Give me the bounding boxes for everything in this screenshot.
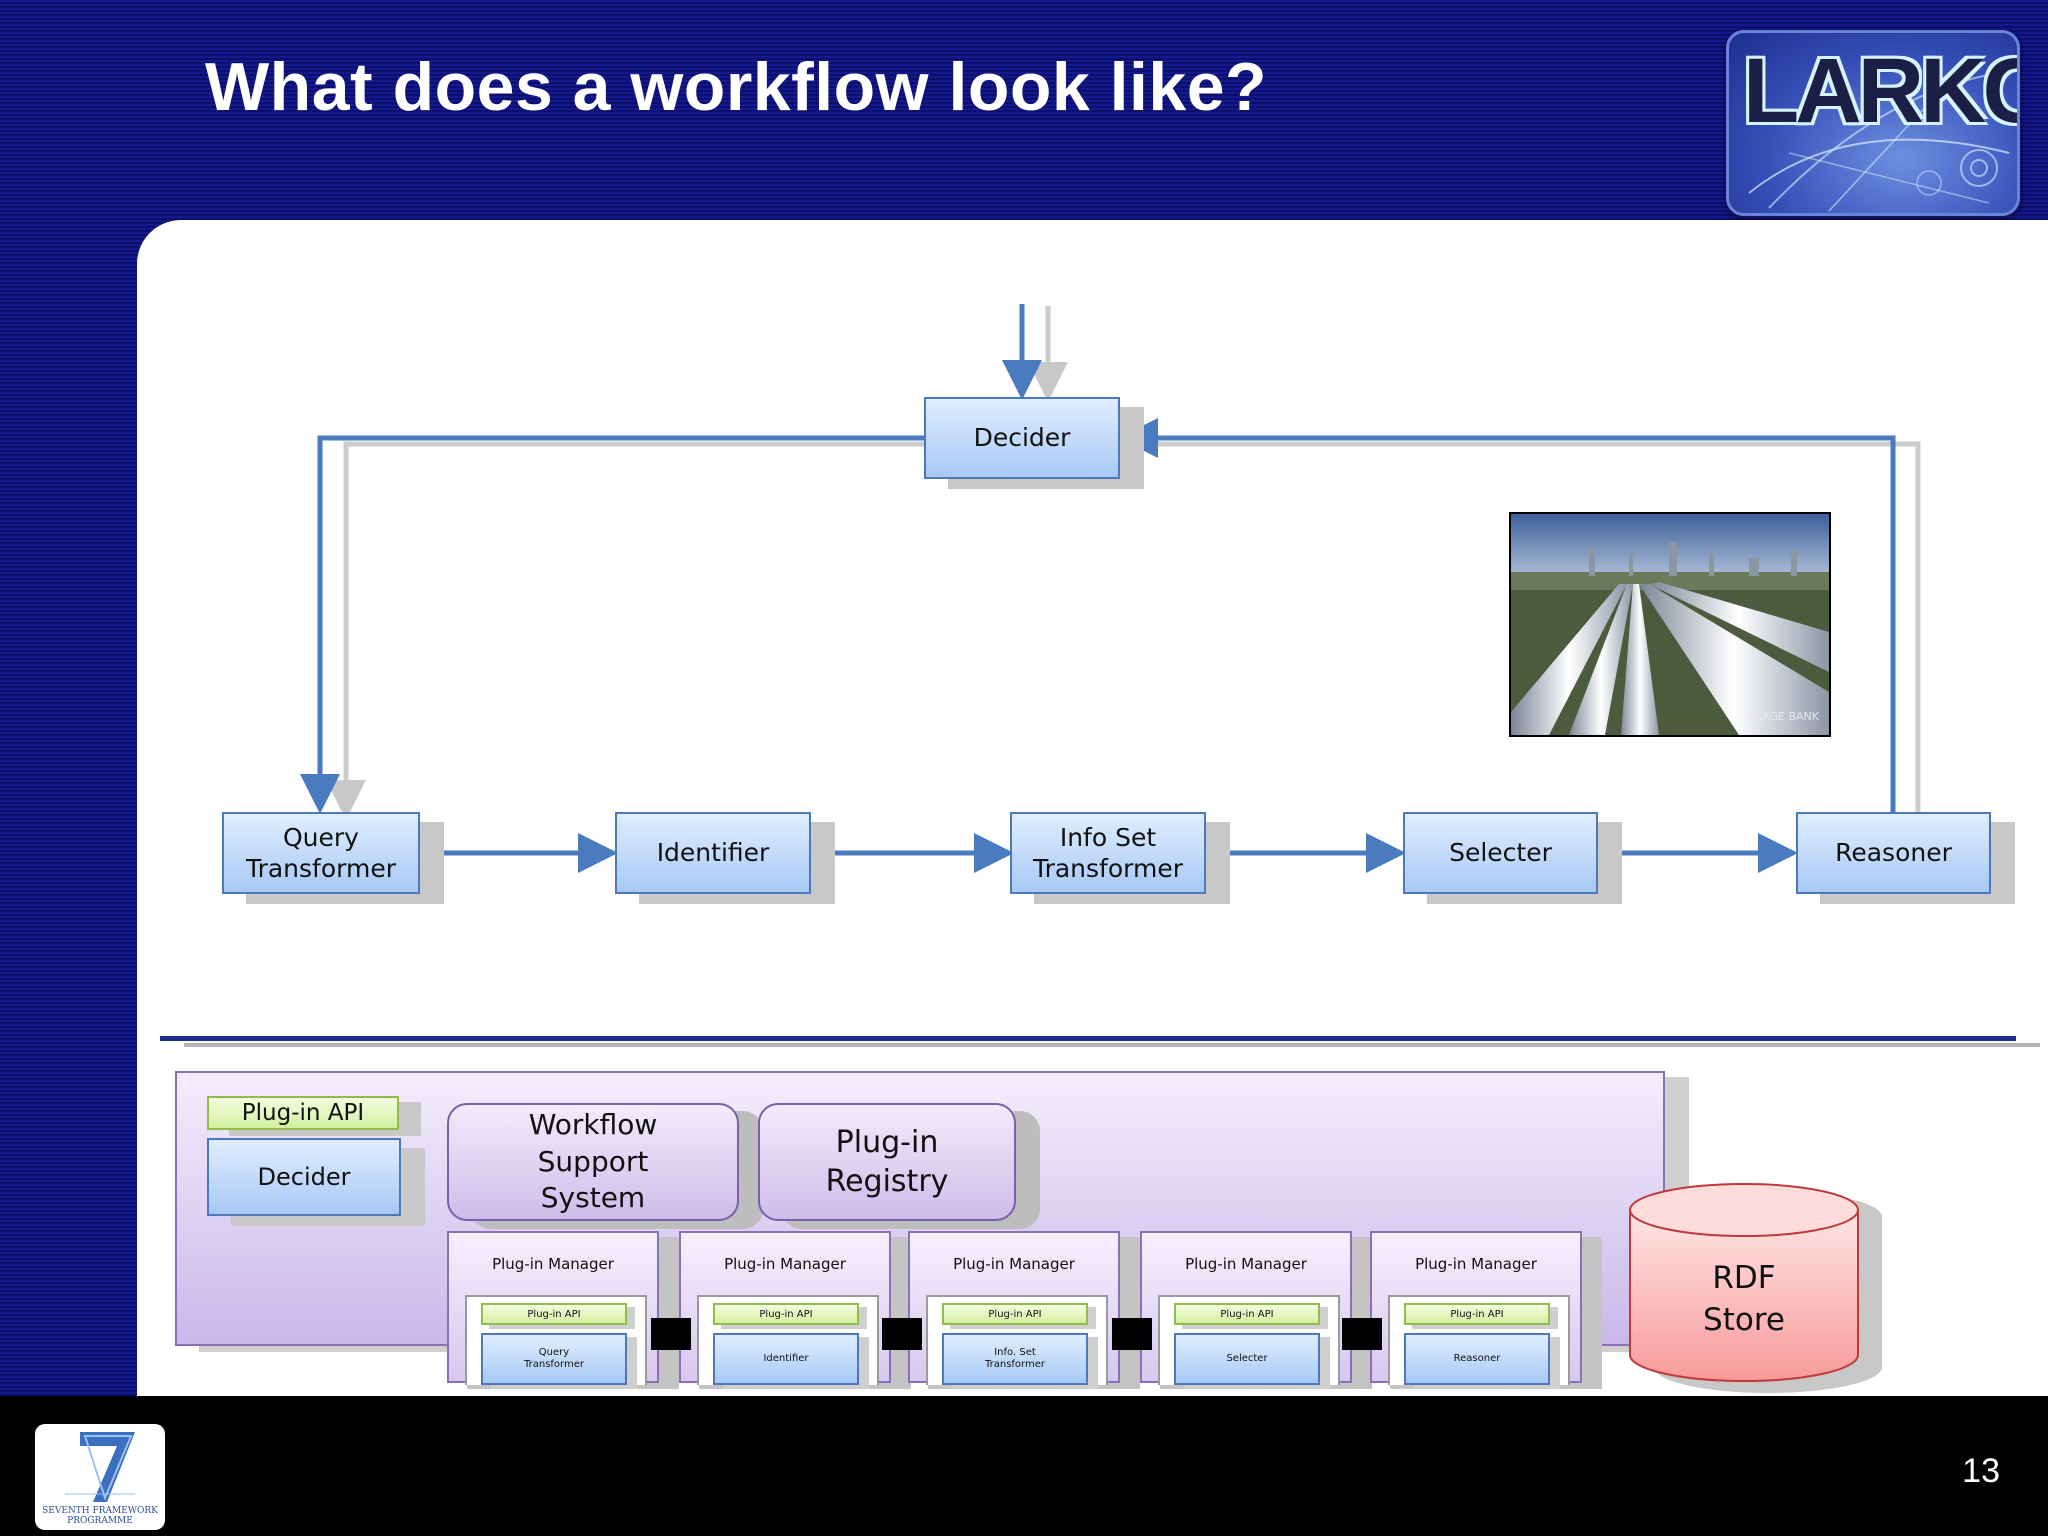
- plugin-manager-reasoner: Plug-in Manager Plug-in API Reasoner: [1370, 1231, 1582, 1385]
- manager-connector: [1342, 1318, 1382, 1350]
- plugin-manager-title: Plug-in Manager: [1185, 1255, 1307, 1273]
- manager-connector: [882, 1318, 922, 1350]
- wss-line-1: Workflow: [528, 1108, 658, 1142]
- workflow-support-system-box: Workflow Support System: [447, 1103, 739, 1221]
- selecter-box: Selecter: [1403, 812, 1598, 894]
- plugin-manager-plugin-box: Selecter: [1174, 1333, 1320, 1385]
- pipeline-photo: IMAGE BANK: [1509, 512, 1831, 737]
- plugin-label-2: Transformer: [523, 1359, 584, 1370]
- larkc-logo: LARKC: [1726, 30, 2020, 216]
- slide-title: What does a workflow look like?: [205, 49, 1268, 125]
- fp7-caption-1: SEVENTH FRAMEWORK: [42, 1506, 158, 1516]
- decider-label: Decider: [973, 423, 1071, 453]
- page-number: 13: [1962, 1452, 2000, 1490]
- query-transformer-box: Query Transformer: [222, 812, 420, 894]
- registry-line-2: Registry: [825, 1164, 949, 1199]
- plugin-manager-inner: Plug-in API Reasoner: [1388, 1295, 1570, 1385]
- selecter-label: Selecter: [1449, 838, 1552, 868]
- plugin-manager-api-chip: Plug-in API: [1174, 1303, 1320, 1325]
- query-transformer-label-1: Query: [283, 822, 359, 852]
- plugin-manager-selecter: Plug-in Manager Plug-in API Selecter: [1140, 1231, 1352, 1385]
- query-transformer-label-2: Transformer: [245, 854, 396, 883]
- plugin-manager-query-transformer: Plug-in Manager Plug-in API Query Transf…: [447, 1231, 659, 1385]
- plugin-manager-inner: Plug-in API Identifier: [697, 1295, 879, 1385]
- info-set-transformer-box: Info Set Transformer: [1010, 812, 1206, 894]
- platform-decider-box: Decider: [207, 1138, 401, 1216]
- identifier-label: Identifier: [656, 838, 770, 868]
- wss-line-3: System: [540, 1181, 646, 1215]
- registry-line-1: Plug-in: [835, 1125, 939, 1160]
- rdf-line-1: RDF: [1712, 1260, 1776, 1296]
- section-divider: [160, 1036, 2016, 1041]
- fp7-seven-icon: [65, 1432, 135, 1502]
- logo-swirl-icon: [1748, 72, 2010, 212]
- plugin-label-1: Reasoner: [1453, 1353, 1501, 1364]
- plugin-label-1: Info. Set: [994, 1347, 1036, 1358]
- divider-shadow: [184, 1043, 2040, 1047]
- plugin-manager-inner: Plug-in API Selecter: [1158, 1295, 1340, 1385]
- footer-bar: [0, 1396, 2048, 1536]
- arrow-shadows: [326, 306, 1921, 820]
- plugin-manager-title: Plug-in Manager: [724, 1255, 846, 1273]
- photo-watermark: IMAGE BANK: [1749, 710, 1819, 723]
- decider-box: Decider: [924, 397, 1120, 479]
- manager-connector: [1112, 1318, 1152, 1350]
- plugin-label-1: Identifier: [763, 1353, 809, 1364]
- plugin-manager-title: Plug-in Manager: [1415, 1255, 1537, 1273]
- plugin-manager-title: Plug-in Manager: [953, 1255, 1075, 1273]
- plugin-manager-inner: Plug-in API Query Transformer: [465, 1295, 647, 1385]
- plugin-manager-plugin-box: Query Transformer: [481, 1333, 627, 1385]
- plugin-manager-title: Plug-in Manager: [492, 1255, 614, 1273]
- identifier-box: Identifier: [615, 812, 811, 894]
- info-set-transformer-label-1: Info Set: [1059, 822, 1157, 852]
- reasoner-label: Reasoner: [1835, 838, 1952, 868]
- plugin-manager-api-label: Plug-in API: [988, 1308, 1042, 1320]
- fp7-caption-2: PROGRAMME: [67, 1516, 133, 1526]
- wss-line-2: Support: [537, 1144, 649, 1178]
- plugin-manager-api-chip: Plug-in API: [713, 1303, 859, 1325]
- plugin-manager-plugin-box: Reasoner: [1404, 1333, 1550, 1385]
- platform-decider-label: Decider: [257, 1163, 351, 1191]
- plugin-manager-identifier: Plug-in Manager Plug-in API Identifier: [679, 1231, 891, 1385]
- info-set-transformer-label-2: Transformer: [1032, 854, 1183, 883]
- plugin-api-label: Plug-in API: [241, 1100, 365, 1126]
- plugin-manager-api-label: Plug-in API: [527, 1308, 581, 1320]
- plugin-api-chip: Plug-in API: [207, 1096, 399, 1130]
- rdf-store-label: RDF Store: [1630, 1258, 1858, 1342]
- plugin-registry-box: Plug-in Registry: [758, 1103, 1016, 1221]
- arrow-decider-to-query-transformer: [300, 435, 924, 814]
- plugin-label-1: Query: [538, 1347, 570, 1358]
- logo-text: LARKC: [1743, 40, 2020, 142]
- plugin-manager-plugin-box: Info. Set Transformer: [942, 1333, 1088, 1385]
- arrow-reasoner-to-decider: [1118, 418, 1896, 812]
- reasoner-box: Reasoner: [1796, 812, 1991, 894]
- plugin-manager-api-chip: Plug-in API: [942, 1303, 1088, 1325]
- plugin-manager-plugin-box: Identifier: [713, 1333, 859, 1385]
- plugin-manager-inner: Plug-in API Info. Set Transformer: [926, 1295, 1108, 1385]
- plugin-manager-api-label: Plug-in API: [1450, 1308, 1504, 1320]
- plugin-manager-api-chip: Plug-in API: [1404, 1303, 1550, 1325]
- plugin-label-2: Transformer: [984, 1359, 1045, 1370]
- plugin-manager-api-label: Plug-in API: [1220, 1308, 1274, 1320]
- arrow-lines: [300, 304, 1896, 873]
- plugin-manager-api-label: Plug-in API: [759, 1308, 813, 1320]
- plugin-manager-api-chip: Plug-in API: [481, 1303, 627, 1325]
- fp7-logo: SEVENTH FRAMEWORK PROGRAMME: [35, 1424, 165, 1530]
- plugin-manager-info-set-transformer: Plug-in Manager Plug-in API Info. Set Tr…: [908, 1231, 1120, 1385]
- rdf-line-2: Store: [1703, 1301, 1785, 1338]
- plugin-label-1: Selecter: [1226, 1353, 1268, 1364]
- manager-connector: [651, 1318, 691, 1350]
